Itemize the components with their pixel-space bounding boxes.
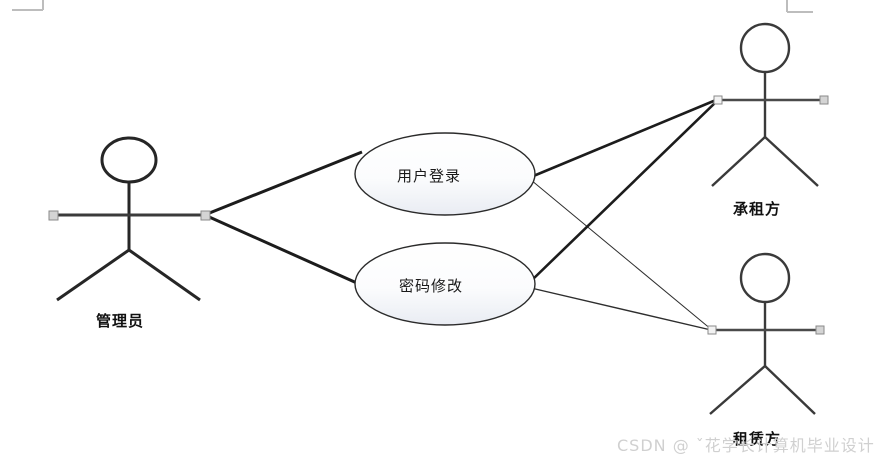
csdn-watermark: CSDN @ ˇ花学长计算机毕业设计	[617, 436, 874, 455]
selection-handle-lessee-arm-right[interactable]	[819, 95, 829, 105]
use-case-password-change-label: 密码修改	[399, 277, 464, 295]
actor-lessor-left-leg	[709, 365, 766, 415]
actor-admin-label: 管理员	[96, 312, 145, 330]
selection-handle-admin-arm-left[interactable]	[48, 210, 59, 221]
actor-lessor-label: 租赁方	[733, 430, 782, 448]
use-case-login-label: 用户登录	[397, 167, 462, 185]
association-admin-to-password-change[interactable]	[206, 214, 369, 290]
selection-handle-lessor-arm-right[interactable]	[815, 325, 825, 335]
selection-handle-lessor-arm-left[interactable]	[707, 325, 717, 335]
actor-admin-right-leg	[128, 248, 201, 302]
actor-lessee-head	[739, 22, 791, 74]
association-password-change-to-lessee[interactable]	[530, 100, 718, 282]
actor-lessor-right-leg	[764, 365, 816, 415]
actor-admin-left-leg	[56, 248, 130, 302]
use-case-password-change-ellipse[interactable]	[354, 242, 536, 326]
actor-lessee[interactable]	[711, 22, 829, 187]
association-admin-to-login[interactable]	[206, 150, 363, 216]
selection-handle-admin-arm-right[interactable]	[200, 210, 211, 221]
actor-admin-head	[100, 136, 158, 184]
use-case-login[interactable]	[354, 132, 536, 216]
use-case-login-ellipse[interactable]	[354, 132, 536, 216]
actor-lessee-right-leg	[764, 136, 819, 187]
association-password-change-to-lessor[interactable]	[530, 287, 712, 331]
actor-lessor-head	[739, 252, 791, 304]
selection-handle-lessee-arm-left[interactable]	[713, 95, 723, 105]
actor-lessee-left-leg	[711, 136, 766, 187]
association-login-to-lessee[interactable]	[530, 98, 717, 179]
association-lines	[206, 98, 718, 331]
use-case-password-change[interactable]	[354, 242, 536, 326]
association-login-to-lessor[interactable]	[530, 179, 713, 331]
page-margin-markers	[12, 0, 813, 13]
actor-admin[interactable]	[48, 136, 211, 302]
actor-lessor[interactable]	[707, 252, 825, 415]
actor-lessee-label: 承租方	[733, 200, 782, 218]
